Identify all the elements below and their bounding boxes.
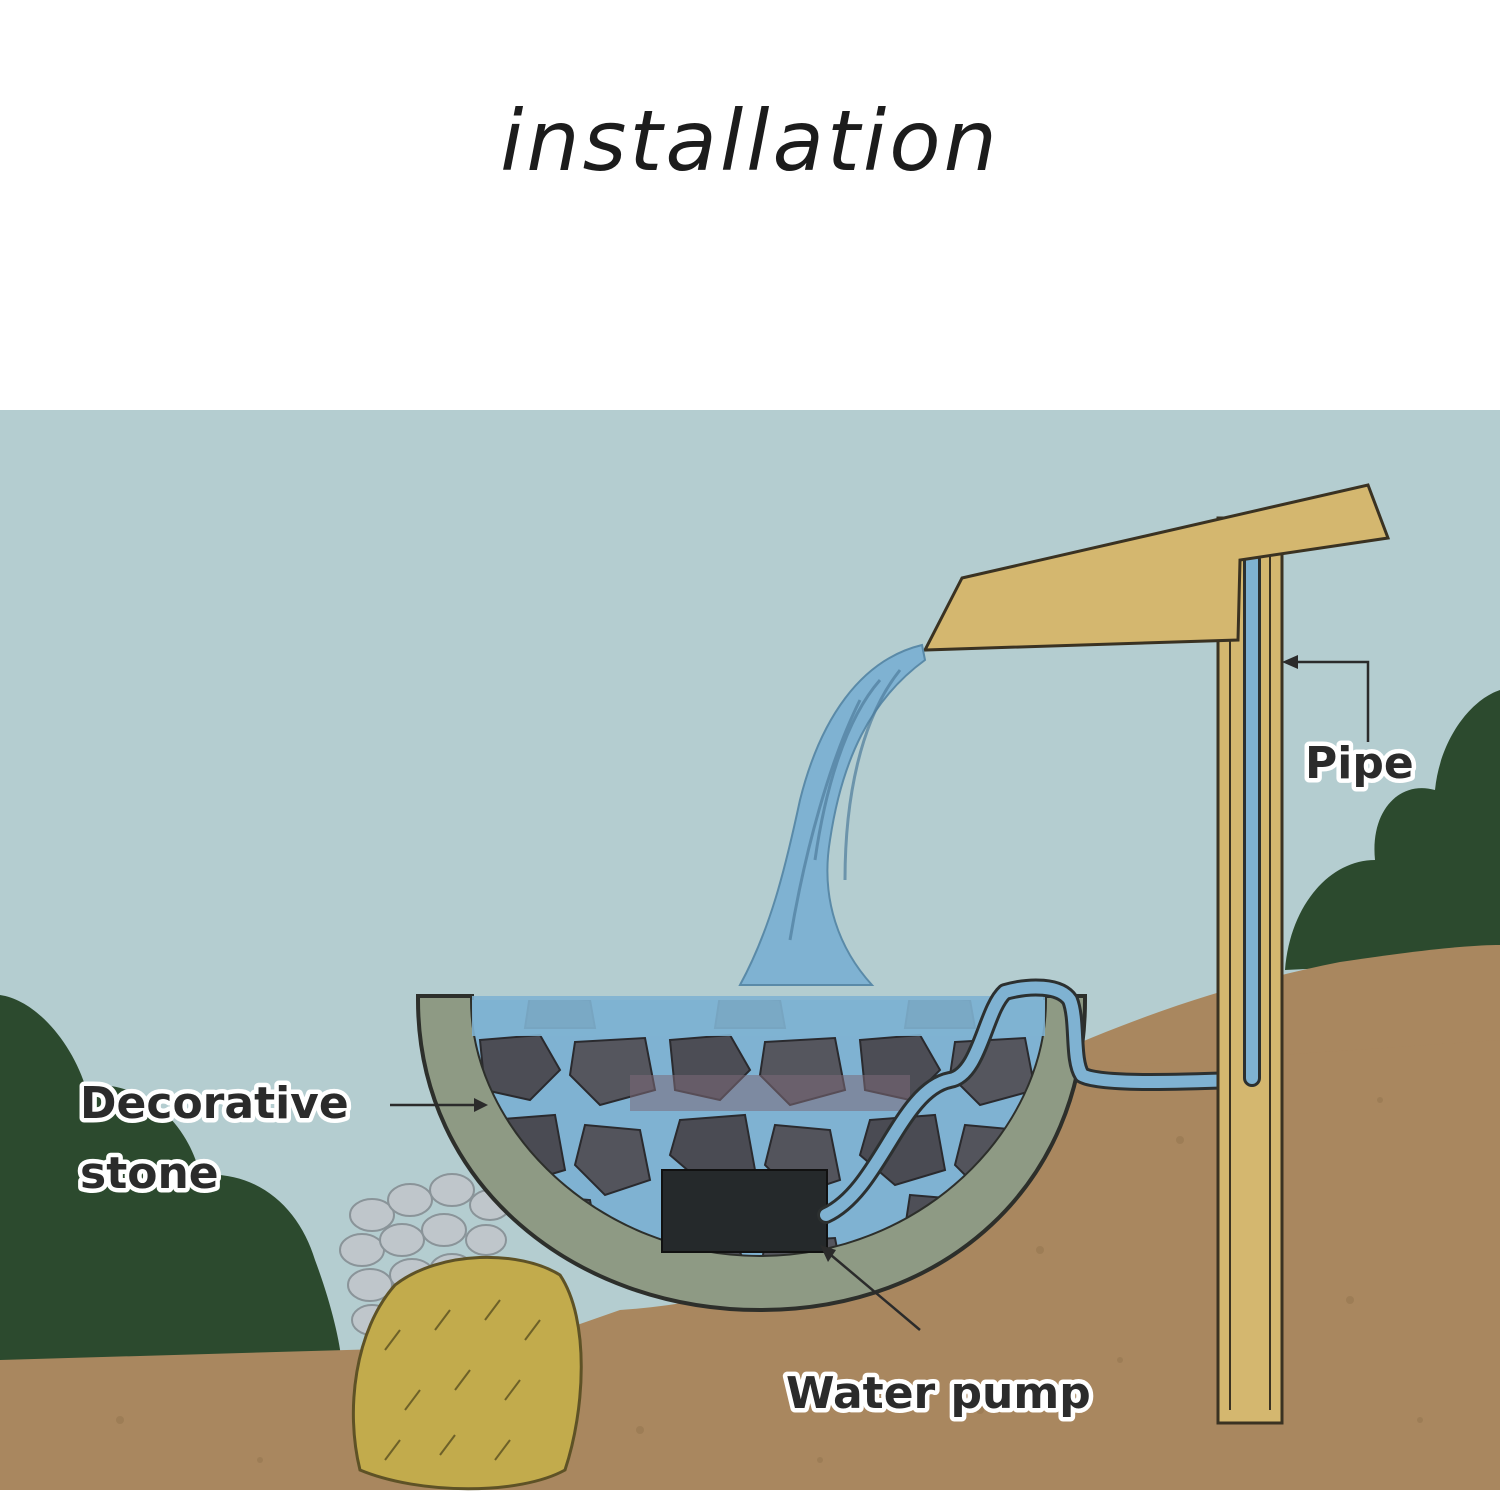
blurred-mark — [630, 1075, 910, 1111]
boulder-hatching — [384, 1299, 541, 1461]
label-decorative-stone-line1: Decorative — [80, 1078, 349, 1129]
leader-lines — [390, 660, 1370, 1331]
waterfall — [738, 643, 927, 986]
water-pump-leader — [824, 1249, 921, 1331]
water-pump — [661, 1169, 828, 1253]
bowl-water — [472, 1000, 1045, 1255]
wooden-spout — [922, 483, 1391, 652]
bush-right — [1285, 690, 1500, 970]
label-pipe: Pipe — [1305, 738, 1414, 789]
pipe-leader — [1290, 660, 1370, 742]
bush-left — [0, 995, 342, 1365]
leader-arrowheads — [474, 655, 1298, 1262]
water-surface — [472, 996, 1045, 1036]
diagram-title: installation — [500, 92, 1000, 190]
label-decorative-stone-line2: stone — [80, 1148, 219, 1199]
label-water-pump: Water pump — [786, 1368, 1091, 1419]
waterfall-streaks — [788, 669, 902, 941]
ground-texture — [116, 1097, 1423, 1463]
